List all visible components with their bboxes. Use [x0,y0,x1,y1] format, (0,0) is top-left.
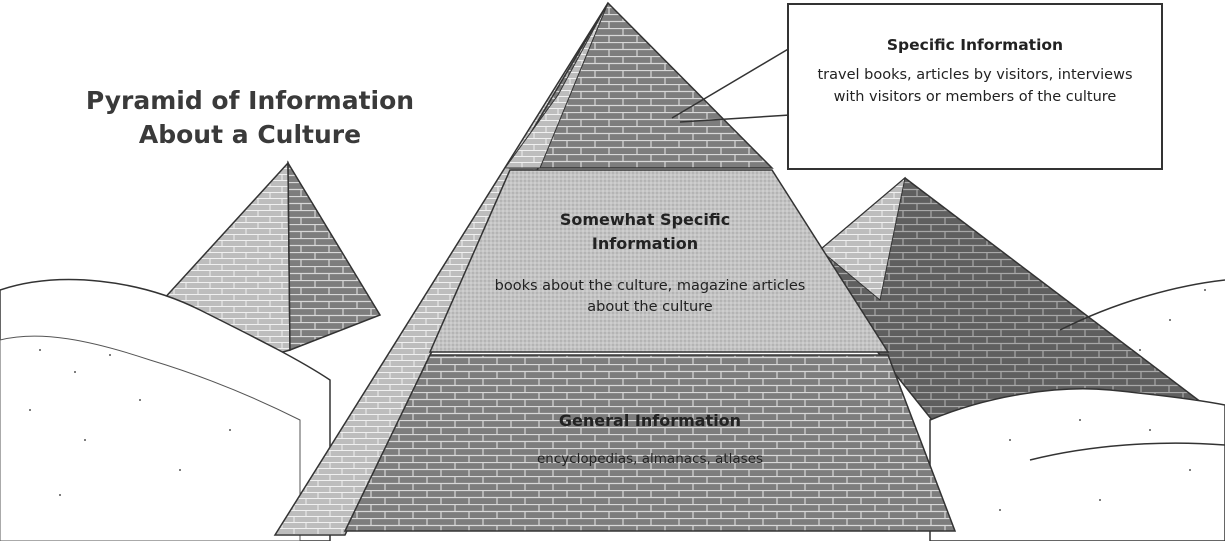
sand-dunes [0,278,1225,541]
right-background-pyramid [819,176,1221,431]
sand-speckles [29,289,1206,511]
specific-information-callout [787,3,1163,170]
somewhat-specific-description: books about the culture, magazine articl… [494,278,806,315]
general-information-description: encyclopedias, almanacs, atlases [536,451,764,467]
main-pyramid [273,1,957,536]
page-title-line-2: About a Culture [138,120,362,149]
general-information-heading: General Information [558,411,742,430]
callout-pointer [671,47,791,123]
specific-information-heading: Specific Information [886,36,1064,54]
somewhat-specific-heading: Somewhat Specific Information [559,210,731,253]
page-title-line-1: Pyramid of Information [85,86,415,115]
specific-information-description: travel books, articles by visitors, inte… [817,67,1133,105]
